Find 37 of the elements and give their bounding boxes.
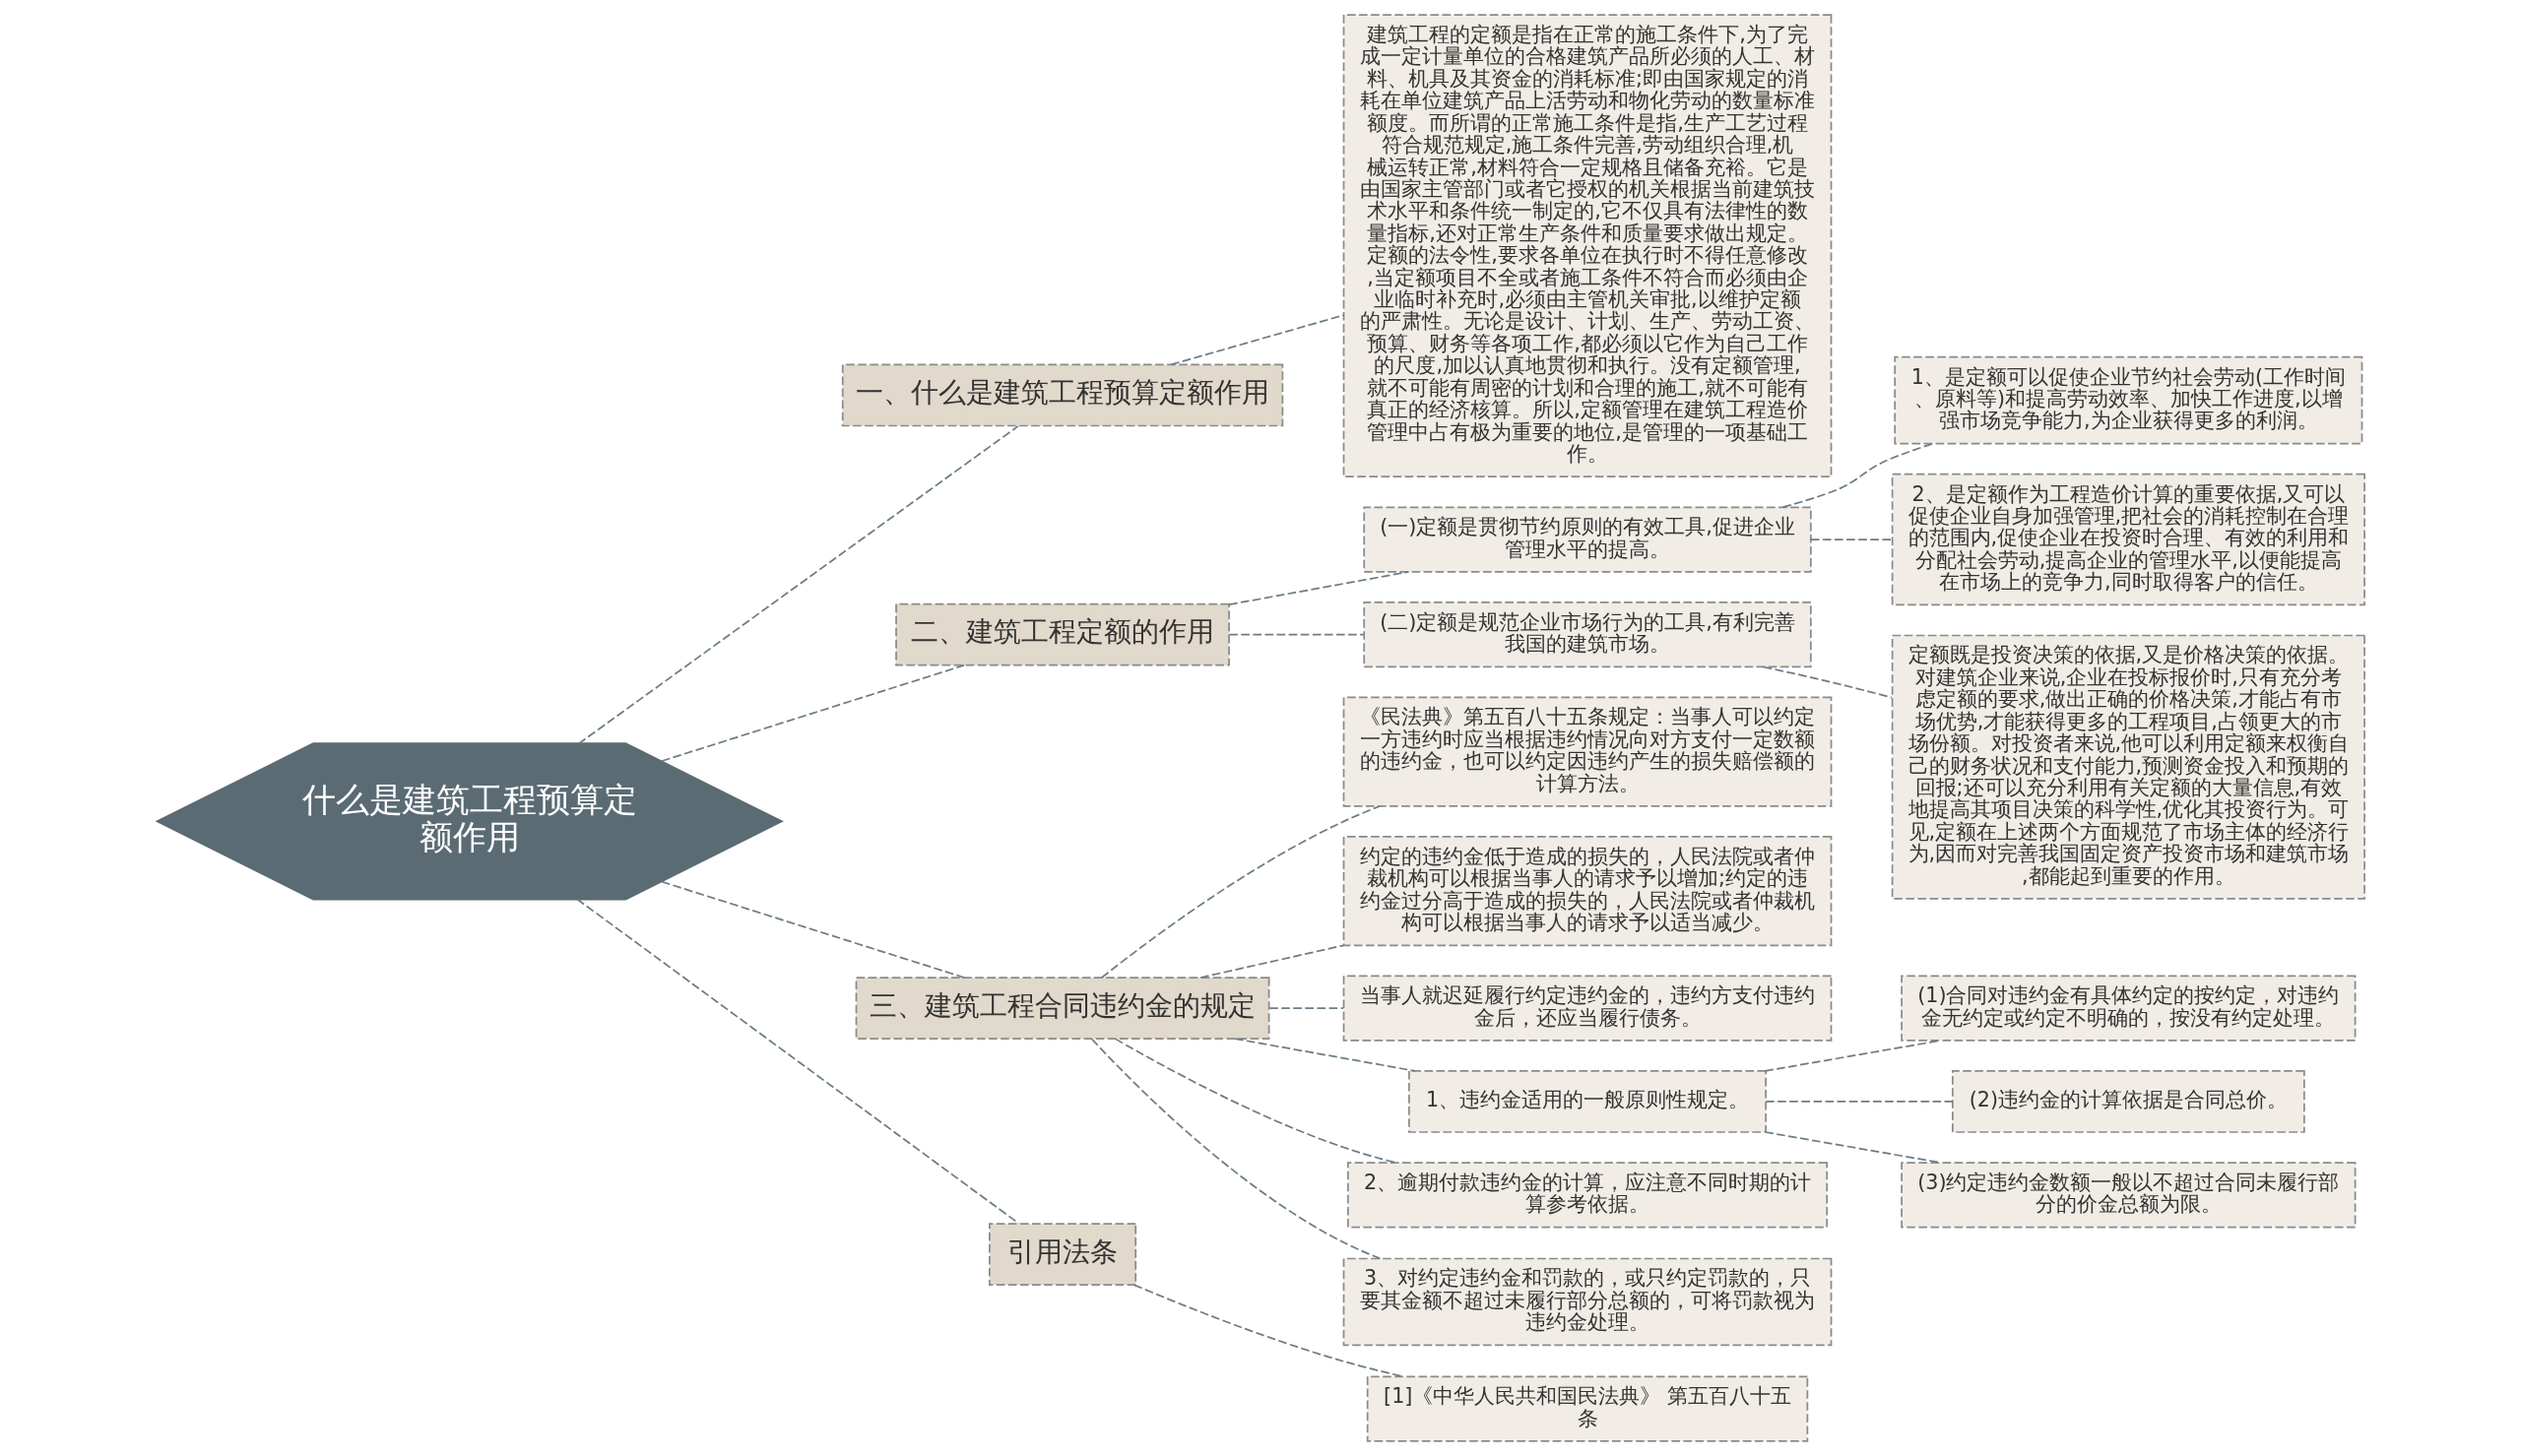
connector <box>575 898 1019 1225</box>
connector <box>1114 1038 1396 1164</box>
connector <box>577 425 1019 745</box>
connector <box>1764 1101 1954 1103</box>
connector <box>1764 1131 1941 1164</box>
node-box: 一、什么是建筑工程预算定额作用 <box>841 363 1283 427</box>
connector <box>1198 944 1344 979</box>
node-box: 引用法条 <box>988 1223 1136 1287</box>
connector <box>660 880 965 979</box>
node-box: 约定的违约金低于造成的损失的，人民法院或者仲裁机构可以根据当事人的请求予以增加;约定的违约金过分高于造成的损失的，人民法院或者仲裁机构可以根据当事人的请求予以适当减少。 <box>1342 836 1832 947</box>
connector <box>1227 633 1365 636</box>
connector <box>1132 1284 1404 1378</box>
node-box: 《民法典》第五百八十五条规定：当事人可以约定一方违约时应当根据违约情况向对方支付一定数额的违约金，也可以约定因违约产生的损失赔偿额的计算方法。 <box>1342 696 1832 807</box>
node-box: 当事人就迟延履行约定违约金的，违约方支付违约金后，还应当履行债务。 <box>1342 975 1832 1042</box>
node-box: 3、对约定违约金和罚款的，或只约定罚款的，只要其金额不超过未履行部分总额的，可将罚款视为违约金处理。 <box>1342 1257 1832 1347</box>
node-box: (3)约定违约金数额一般以不超过合同未履行部分的价金总额为限。 <box>1900 1162 2356 1229</box>
connector <box>660 664 965 762</box>
node-box: [1]《中华人民共和国民法典》 第五百八十五条 <box>1366 1375 1808 1442</box>
node-box: 1、是定额可以促使企业节约社会劳动(工作时间、原料等)和提高劳动效率、加快工作进度,以增强市场竞争能力,为企业获得更多的利润。 <box>1893 355 2362 445</box>
connector <box>1227 571 1409 605</box>
node-box: 1、违约金适用的一般原则性规定。 <box>1407 1070 1767 1133</box>
connector <box>1233 1038 1416 1072</box>
connector <box>1267 1007 1344 1009</box>
node-box: (一)定额是贯彻节约原则的有效工具,促进企业管理水平的提高。 <box>1362 506 1812 573</box>
connector <box>1809 538 1893 540</box>
node-box: 三、建筑工程合同违约金的规定 <box>855 977 1269 1040</box>
node-box: (1)合同对违约金有具体约定的按约定，对违约金无约定或约定不明确的，按没有约定处理。 <box>1900 975 2356 1042</box>
node-box: 2、逾期付款违约金的计算，应注意不同时期的计算参考依据。 <box>1346 1162 1828 1229</box>
node-box: (2)违约金的计算依据是合同总价。 <box>1951 1070 2305 1133</box>
node-box: 定额既是投资决策的依据,又是价格决策的依据。对建筑企业来说,企业在投标报价时,只有充分考虑定额的要求,做出正确的价格决策,才能占有市场优势,才能获得更多的工程项目,占领更大的市场份额。对投资者来说,他可以利用定额来权衡自己的财务状况和支付能力,预测资金投入和预期的回报;还可以充分利用有关定额的大量信息,有效地提高其项目决策的科学性,优化其投资行为。可见,定额在上述两个方面规范了市场主体的经济行为,因而对完善我国固定资产投资市场和建筑市场,都能起到重要的作用。 <box>1891 634 2365 900</box>
connector <box>1781 442 1934 508</box>
node-box: 二、建筑工程定额的作用 <box>894 602 1230 666</box>
connector <box>1169 314 1344 366</box>
node-box: (二)定额是规范企业市场行为的工具,有利完善我国的建筑市场。 <box>1362 601 1812 668</box>
connector <box>1764 1040 1941 1072</box>
node-box: 建筑工程的定额是指在正常的施工条件下,为了完成一定计量单位的合格建筑产品所必须的人工、材料、机具及其资金的消耗标准;即由国家规定的消耗在单位建筑产品上活劳动和物化劳动的数量标准额度。而所谓的正常施工条件是指,生产工艺过程符合规范规定,施工条件完善,劳动组织合理,机械运转正常,材料符合一定规格且储备充裕。它是由国家主管部门或者它授权的机关根据当前建筑技术水平和条件统一制定的,它不仅具有法律性的数量指标,还对正常生产条件和质量要求做出规定。定额的法令性,要求各单位在执行时不得任意修改,当定额项目不全或者施工条件不符合而必须由企业临时补充时,必须由主管机关审批,以维护定额的严肃性。无论是设计、计划、生产、劳动工资、预算、财务等各项工作,都必须以它作为自己工作的尺度,加以认真地贯彻和执行。没有定额管理,就不可能有周密的计划和合理的施工,就不可能有真正的经济核算。所以,定额管理在建筑工程造价管理中占有极为重要的地位,是管理的一项基础工作。 <box>1342 14 1832 478</box>
node-box: 2、是定额作为工程造价计算的重要依据,又可以促使企业自身加强管理,把社会的消耗控制在合理的范围内,促使企业在投资时合理、有效的利用和分配社会劳动,提高企业的管理水平,以便能提高在市场上的竞争力,同时取得客户的信任。 <box>1891 473 2365 606</box>
